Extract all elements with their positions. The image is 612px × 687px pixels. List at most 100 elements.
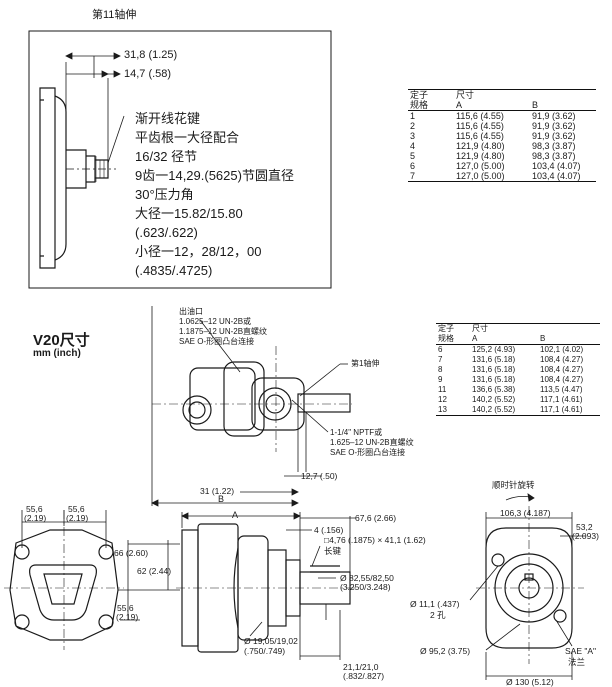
shaft-view-title: 第11轴伸 — [92, 9, 137, 21]
table-cell: 121,9 (4.80) — [456, 151, 505, 161]
table-cell: 13 — [436, 405, 470, 416]
table-cell: 103,4 (4.07) — [532, 161, 581, 171]
side-key-line-2: 长键 — [324, 546, 342, 556]
table-cell: 127,0 (5.00) — [454, 171, 530, 182]
table2-header-size: 尺寸 — [470, 323, 538, 334]
dim-label-a: A — [232, 510, 239, 520]
table-row: 6 125,2 (4.93) 102,1 (4.02) — [436, 345, 600, 356]
pump-right-end-view — [476, 506, 584, 664]
shaft-spec-line: 渐开线花键 — [135, 111, 201, 126]
table-cell: 2 — [410, 121, 416, 131]
right-hole-line-2: 2 孔 — [430, 610, 446, 620]
pump-unit: mm (inch) — [33, 348, 81, 359]
pump-side-view — [176, 523, 356, 653]
table-cell: 136,6 (5.38) — [472, 385, 516, 394]
side-len-line-1: 21,1/21,0 — [343, 662, 379, 672]
pump-right-dimension-lines — [469, 493, 586, 680]
table-cell: 140,2 (5.52) — [470, 405, 538, 416]
shaft-spec-line: (.623/.622) — [135, 225, 198, 240]
shaft-spec-line: 小径一12，28/12，00 — [135, 244, 262, 259]
table-cell: 9 — [438, 375, 443, 384]
side-pilot-line-1: Ø 82,55/82,50 — [340, 573, 394, 583]
left-dim-w1-in: (2.19) — [24, 513, 47, 523]
right-dim-106: 106,3 (4.187) — [500, 508, 551, 518]
dim-label-b: B — [218, 494, 225, 504]
table-cell: 91,9 (3.62) — [532, 111, 576, 121]
side-dim-4: 4 (.156) — [314, 525, 344, 535]
shaft-flange-drawing — [39, 87, 116, 269]
shaft-spec-line: 30°压力角 — [135, 187, 194, 202]
right-sae-line-2: 法兰 — [568, 657, 586, 667]
right-sae-line-1: SAE "A" — [565, 646, 597, 656]
table-cell: 102,1 (4.02) — [540, 345, 584, 354]
table1-col-b: B — [530, 100, 596, 111]
table-cell: 98,3 (3.87) — [532, 151, 576, 161]
table-cell: 5 — [410, 151, 416, 161]
dim-12-7: 12,7 (.50) — [301, 471, 338, 481]
pump-side-dimension-lines — [181, 512, 356, 660]
table-cell: 6 — [438, 345, 443, 354]
outlet-callout-line: SAE O-形圈凸台连接 — [179, 337, 255, 346]
inlet-callout-line: 1-1/4" NPTF或 — [330, 428, 383, 437]
table2-col-a: A — [470, 334, 538, 345]
table-cell: 7 — [408, 171, 454, 182]
right-dim-53-in: (2.093) — [572, 531, 599, 541]
table1-header-size: 尺寸 — [454, 89, 530, 100]
side-shaft-line-1: Ø 19,05/19,02 — [244, 636, 298, 646]
table-cell: 98,3 (3.87) — [532, 141, 576, 151]
shaft-spec-line: 16/32 径节 — [135, 149, 198, 164]
table-cell: 113,5 (4.47) — [540, 385, 583, 394]
rotation-label: 顺时针旋转 — [492, 480, 535, 490]
table-cell: 91,9 (3.62) — [532, 131, 576, 141]
left-dim-w1: 55,6 — [26, 504, 43, 514]
shaft-spec-line: 平齿根一大径配合 — [135, 130, 240, 145]
table-cell: 115,6 (4.55) — [456, 131, 504, 141]
table-cell: 131,6 (5.18) — [472, 365, 516, 374]
outlet-callout-line: 1.1875–12 UN-2B直螺纹 — [179, 327, 268, 336]
left-dim-w2: 55,6 — [68, 504, 85, 514]
table-cell: 8 — [438, 365, 443, 374]
shaft-callout: 第1轴伸 — [351, 359, 380, 368]
table-row: 3 115,6 (4.55) 91,9 (3.62) — [408, 131, 596, 141]
table-cell: 125,2 (4.93) — [472, 345, 516, 354]
table-cell: 140,2 (5.52) — [472, 395, 516, 404]
side-pilot-line-2: (3.250/3.248) — [340, 582, 391, 592]
shaft-detail-frame — [28, 30, 332, 289]
left-dim-h3: 55,6 — [117, 603, 134, 613]
outlet-callout-line: 出油口 — [179, 307, 203, 316]
table-cell: 108,4 (4.27) — [540, 355, 584, 364]
right-bolt-circle: Ø 95,2 (3.75) — [420, 646, 471, 656]
shaft-spec-line: (.4835/.4725) — [135, 263, 213, 278]
shaft-dim-length: 14,7 (.58) — [124, 68, 172, 80]
inlet-callout: 1-1/4" NPTF或 1.625–12 UN-2B直螺纹 SAE O-形圈凸… — [330, 428, 414, 458]
left-dim-h3-in: (2.19) — [116, 612, 139, 622]
shaft-dim-overall: 31,8 (1.25) — [124, 49, 178, 61]
pump-title: V20尺寸 — [33, 332, 90, 349]
pump-top-view — [152, 346, 352, 452]
right-dim-130: Ø 130 (5.12) — [506, 677, 554, 687]
side-key-line-1: □4,76 (.1875) × 41,1 (1.62) — [324, 535, 426, 545]
pump-left-dimension-lines — [21, 510, 180, 621]
table-cell: 6 — [410, 161, 416, 171]
table2-header-left: 规格 — [436, 334, 470, 345]
table-cell: 4 — [410, 141, 416, 151]
side-dim-67: 67,6 (2.66) — [355, 513, 397, 523]
outlet-callout-line: 1.0625–12 UN-2B或 — [179, 317, 252, 326]
table-cell: 131,6 (5.18) — [472, 375, 516, 384]
table-cell: 115,6 (4.55) — [456, 121, 504, 131]
pump-top-dimension-lines — [151, 306, 348, 507]
table1-header-left: 规格 — [408, 100, 454, 111]
table-cell: 12 — [438, 395, 447, 404]
table-cell: 3 — [410, 131, 416, 141]
